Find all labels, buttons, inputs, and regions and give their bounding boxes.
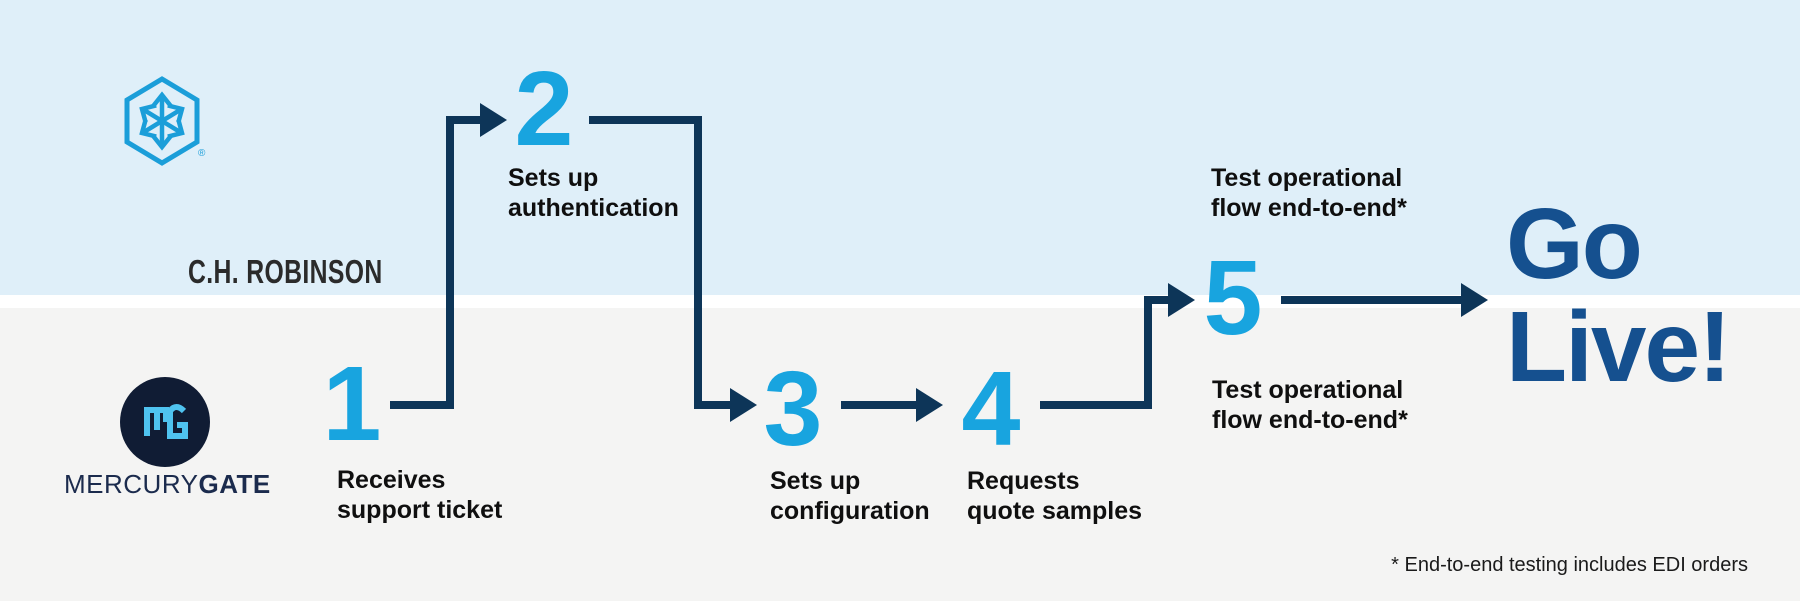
hexagon-cube-arrows-icon: [124, 76, 200, 166]
step-5-number: 5: [1203, 239, 1263, 357]
step-2-number: 2: [514, 50, 574, 168]
step-1-number: 1: [322, 345, 382, 463]
step-2-label: Sets up authentication: [508, 163, 679, 223]
arrowhead-right-icon: [1168, 283, 1195, 317]
step-3-label: Sets up configuration: [770, 466, 930, 526]
step-5-label-top-line2: flow end-to-end*: [1211, 194, 1407, 222]
step-1-label: Receives support ticket: [337, 465, 502, 525]
mercurygate-lane-background: [0, 308, 1800, 601]
step-5-label-bottom-line1: Test operational: [1212, 376, 1404, 404]
step-4-label: Requests quote samples: [967, 466, 1142, 526]
mercurygate-wordmark-regular: MERCURY: [64, 469, 199, 499]
step-1-label-line1: Receives: [337, 466, 446, 494]
step-4-number: 4: [961, 350, 1021, 468]
arrowhead-right-icon: [480, 103, 507, 137]
step-4-label-line1: Requests: [967, 467, 1080, 495]
step-4-label-line2: quote samples: [967, 497, 1143, 525]
arrowhead-right-icon: [730, 388, 757, 422]
chrobinson-logo: ® C.H. ROBINSON: [122, 75, 382, 288]
chrobinson-wordmark: C.H. ROBINSON: [188, 253, 383, 290]
chrobinson-lane-background: [0, 0, 1800, 295]
mercurygate-wordmark: MERCURYGATE: [64, 471, 271, 497]
step-5-label-bottom-line2: flow end-to-end*: [1212, 406, 1408, 434]
footnote: * End-to-end testing includes EDI orders: [1391, 554, 1748, 576]
step-5-label-bottom: Test operational flow end-to-end*: [1212, 375, 1408, 435]
step-3-label-line1: Sets up: [770, 467, 861, 495]
arrowhead-right-icon: [916, 388, 943, 422]
go-live-line1: Go: [1506, 188, 1643, 300]
step-5-label-top-line1: Test operational: [1211, 164, 1403, 192]
step-5-label-top: Test operational flow end-to-end*: [1211, 163, 1407, 223]
go-live-outcome: Go Live!: [1506, 188, 1731, 403]
registered-trademark-mark: ®: [198, 148, 206, 159]
arrowhead-right-icon: [1461, 283, 1488, 317]
step-2-label-line2: authentication: [508, 194, 679, 222]
go-live-line2: Live!: [1506, 291, 1731, 403]
mg-monogram-circle-icon: [120, 377, 210, 467]
step-2-label-line1: Sets up: [508, 164, 599, 192]
step-1-label-line2: support ticket: [337, 496, 503, 524]
step-3-label-line2: configuration: [770, 497, 930, 525]
step-3-number: 3: [763, 350, 823, 468]
mercurygate-wordmark-bold: GATE: [198, 469, 271, 499]
